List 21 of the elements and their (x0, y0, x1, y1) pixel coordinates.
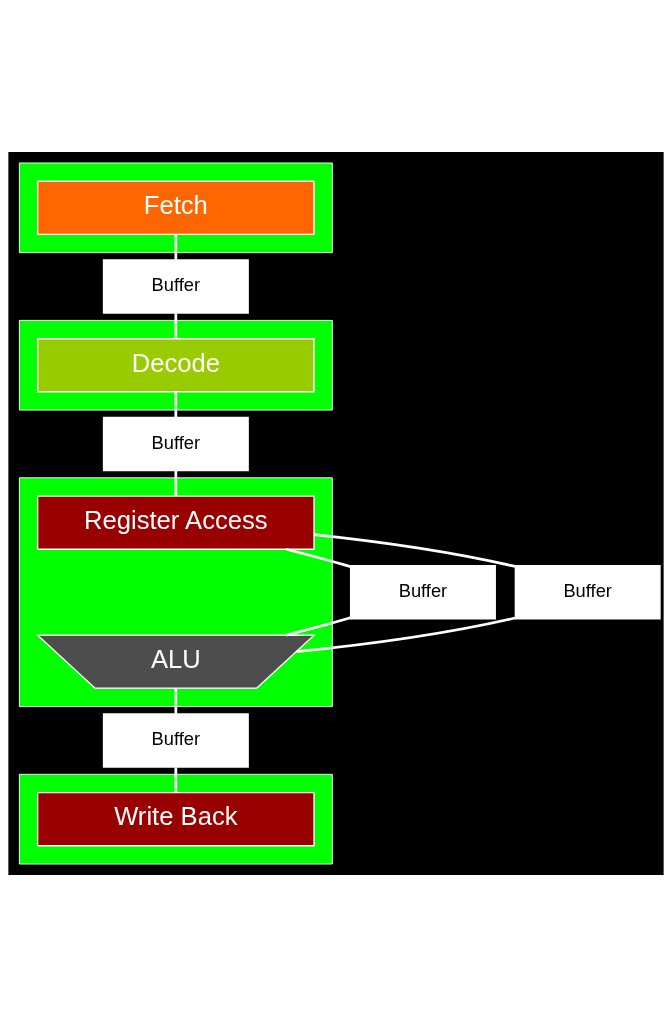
node-box: Buffer (102, 713, 249, 768)
cluster (18, 477, 333, 708)
connector (314, 533, 516, 568)
connector (174, 767, 178, 793)
connector (174, 313, 178, 339)
node-box: Register Access (36, 495, 315, 550)
connector (174, 688, 178, 714)
connector (174, 470, 178, 496)
connector (174, 234, 178, 260)
node-box: Buffer (102, 416, 249, 472)
node-box: Write Back (36, 791, 315, 847)
cluster (18, 162, 333, 254)
node-box: Fetch (36, 180, 315, 236)
cluster (18, 773, 333, 865)
node-box: Buffer (349, 565, 496, 620)
node-box: Buffer (102, 259, 249, 314)
connector (174, 392, 178, 418)
node-box: Buffer (514, 565, 661, 620)
node-box: Decode (36, 338, 315, 393)
connector (296, 616, 516, 653)
cluster (18, 319, 333, 411)
